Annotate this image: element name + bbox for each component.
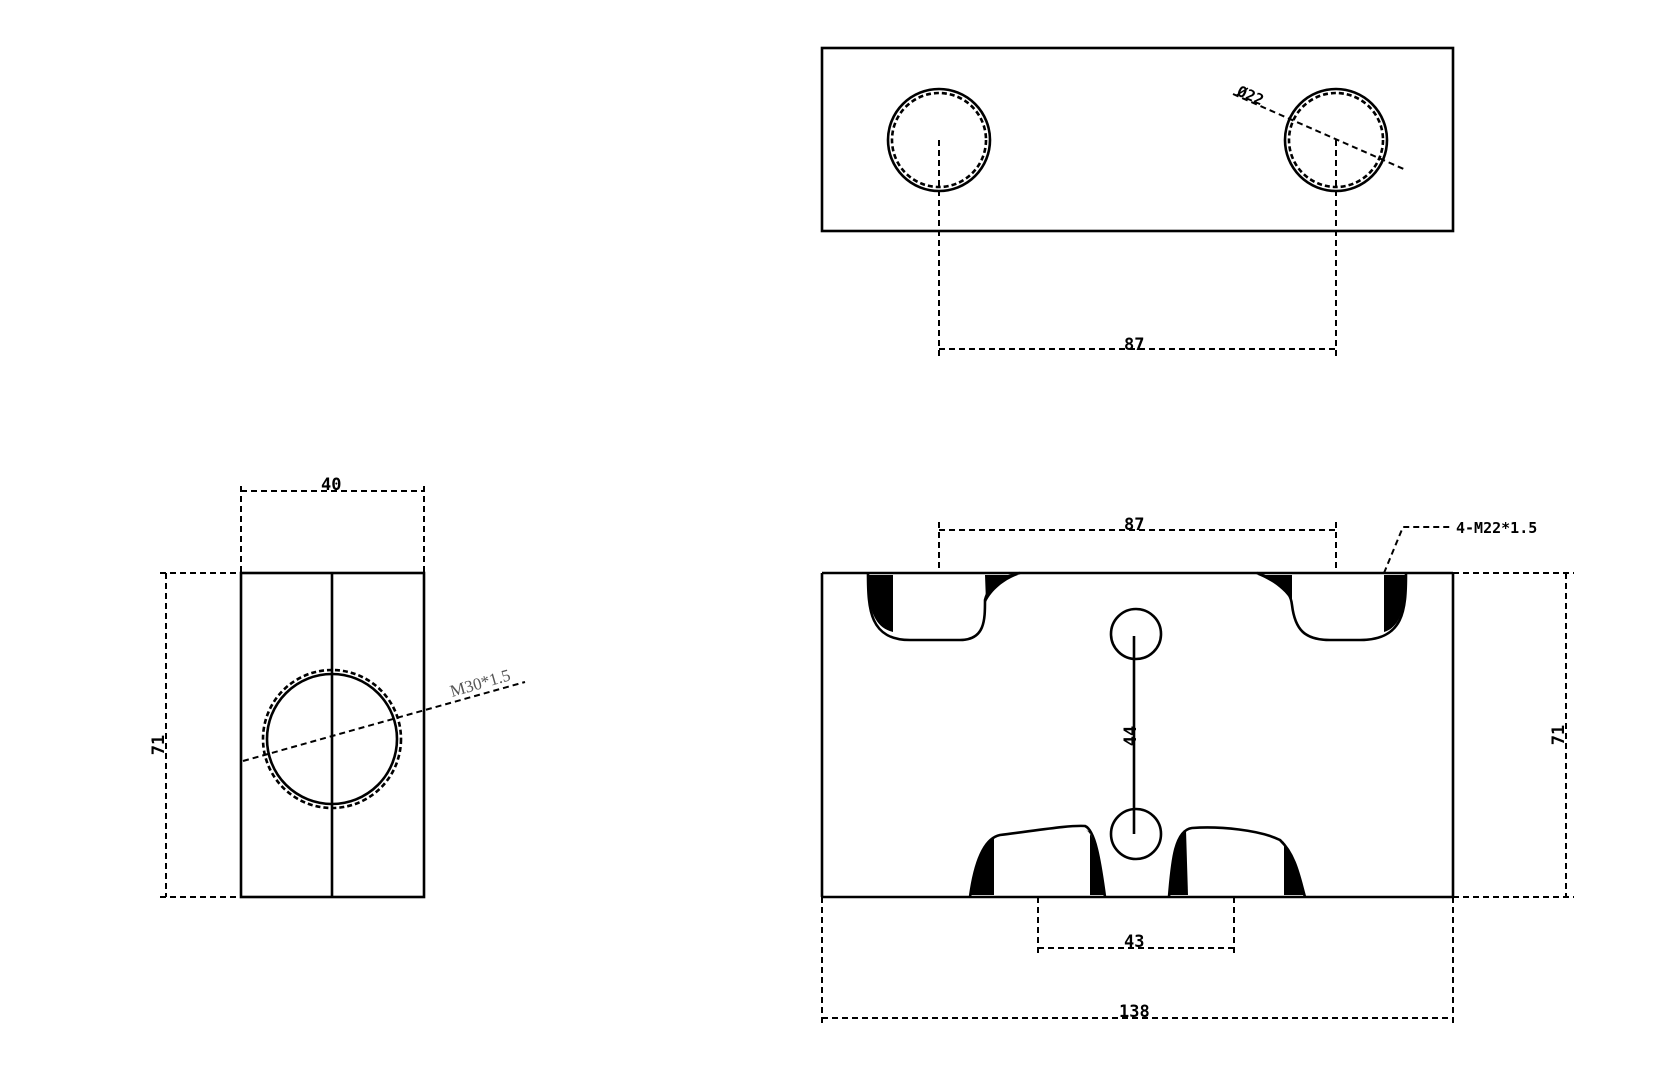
top-view-dim-87: 87	[1124, 335, 1144, 355]
top-view-hole-right-thread	[1287, 91, 1385, 189]
front-view-dim-43: 43	[1124, 932, 1144, 952]
side-view-thread-leader	[242, 681, 526, 762]
front-view-pocket-bottom-right-shade-b	[1280, 840, 1305, 895]
side-view-dim-40: 40	[321, 475, 341, 495]
top-view-hole-left-thread	[890, 91, 988, 189]
side-view-dim-71: 71	[149, 735, 169, 755]
front-view-hole-lower	[1109, 807, 1163, 861]
front-view-dim-138: 138	[1119, 1002, 1150, 1022]
side-view-thread-label: M30*1.5	[448, 666, 513, 701]
front-view-pocket-top-left-shade-b	[985, 575, 1018, 602]
front-view: 44 87 4-M22*1.5 71 43 138	[820, 515, 1574, 1026]
front-view-dim-71: 71	[1549, 725, 1569, 745]
front-view-hole-upper	[1109, 607, 1163, 661]
front-view-pocket-bottom-right-shade-a	[1169, 830, 1188, 895]
front-view-thread-leader	[1383, 526, 1450, 574]
front-view-thread-note: 4-M22*1.5	[1456, 519, 1537, 537]
front-view-pocket-top-right-shade-a	[1258, 575, 1292, 602]
front-view-dim-87: 87	[1124, 515, 1144, 535]
top-view-dia-leader	[1232, 93, 1407, 171]
top-view-dim-dia22: Ø22	[1234, 82, 1267, 110]
side-view-hole	[265, 672, 399, 806]
top-view-outline	[820, 46, 1455, 233]
front-view-pocket-bottom-left-shade-b	[1086, 830, 1105, 895]
front-view-pocket-top-right-shade-b	[1384, 575, 1406, 632]
front-view-pocket-top-left-shade-a	[868, 575, 893, 632]
top-view: 87 Ø22	[820, 46, 1455, 356]
side-view-hole-thread	[261, 668, 403, 810]
side-view: 40 71 M30*1.5	[149, 475, 526, 899]
front-view-pocket-bottom-left-shade-a	[970, 838, 994, 895]
front-view-dim-44: 44	[1121, 726, 1141, 746]
